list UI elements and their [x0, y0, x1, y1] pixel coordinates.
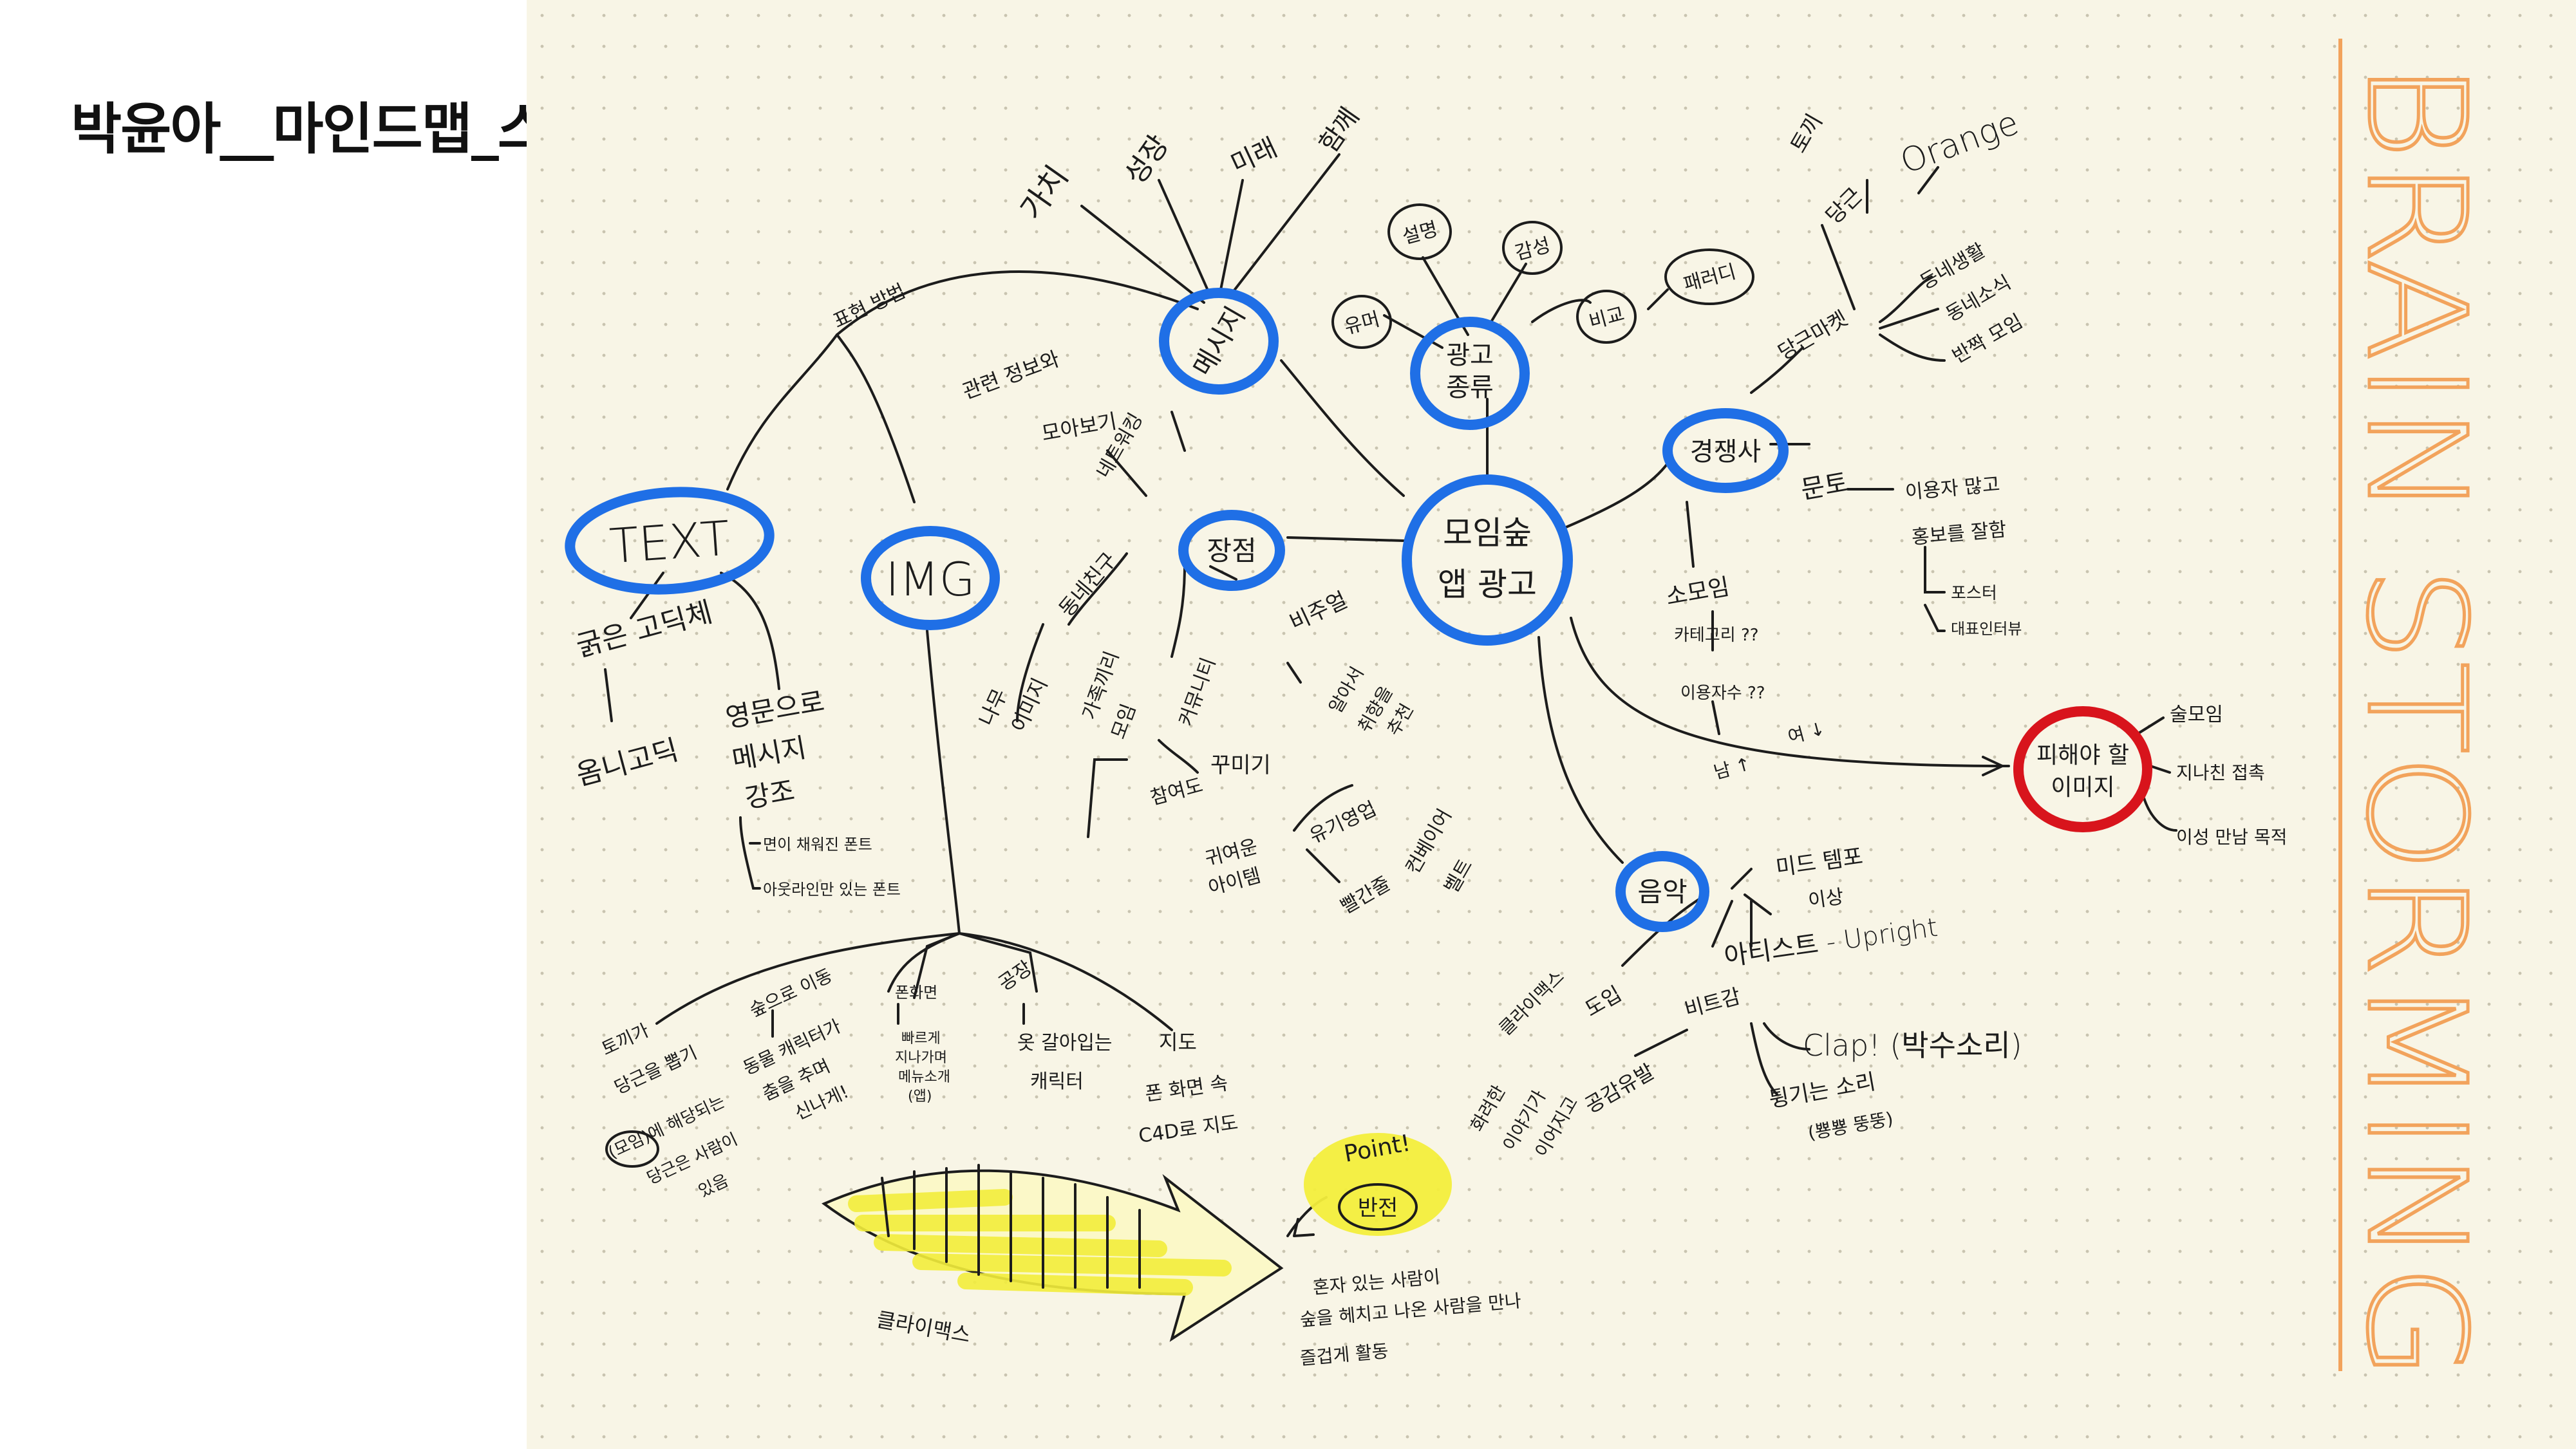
text-node: TEXT — [608, 511, 731, 575]
label-tree-image-2: 이미지 — [1006, 674, 1053, 736]
label-too-many: 술모임 — [2170, 704, 2223, 726]
competitor-node: 경쟁사 — [1690, 437, 1761, 467]
label-ad-explain: 설명 — [1400, 218, 1440, 248]
connector-lines — [604, 153, 2177, 1237]
label-msg-future: 미래 — [1227, 133, 1282, 180]
label-tree-image-1: 나무 — [974, 685, 1012, 729]
label-munto: 문토 — [1799, 468, 1850, 505]
sb5-line3: C4D로 지도 — [1137, 1112, 1239, 1148]
avoid-image-line2: 이미지 — [2051, 774, 2114, 801]
center-node-line2: 앱 광고 — [1438, 566, 1537, 603]
label-tokki: 토끼 — [1785, 109, 1828, 157]
sb4-line3: 캐릭터 — [1030, 1070, 1084, 1093]
label-decorate: 꾸미기 — [1210, 753, 1271, 778]
label-neighbor-friend: 동네친구 — [1054, 548, 1122, 622]
sb5-line2: 폰 화면 속 — [1143, 1072, 1229, 1106]
label-font-note-2: 아웃라인만 있는 폰트 — [763, 881, 901, 899]
label-climax-story-1: 화려한 — [1466, 1081, 1509, 1135]
ad-type-node-line1: 광고 — [1446, 341, 1494, 370]
label-excess-contact: 지나친 접촉 — [2176, 762, 2265, 783]
label-carrot: 당근 — [1821, 183, 1868, 230]
label-climax-top: 클라이맥스 — [1495, 966, 1568, 1040]
label-expression: 표현 방법 — [830, 280, 909, 333]
label-somoim: 소모임 — [1664, 574, 1731, 611]
message-node: 메시지 — [1187, 301, 1251, 382]
label-red-cross: 빨간줄 — [1337, 872, 1395, 919]
label-participate: 참여도 — [1148, 774, 1205, 809]
label-bounce-2: (뿅뿅 뚱뚱) — [1806, 1108, 1894, 1144]
center-node-line1: 모임숲 — [1443, 514, 1532, 552]
climax-arrow-label: 클라이맥스 — [875, 1307, 973, 1347]
node-circles — [565, 203, 2152, 1231]
label-family-gather-2: 모임 — [1107, 701, 1141, 742]
sb1b-line3: 있음 — [695, 1171, 731, 1201]
label-ad-emotion: 감성 — [1512, 234, 1552, 265]
sb4-line2: 옷 갈아입는 — [1017, 1032, 1113, 1054]
label-gather-view: 모아보기 — [1040, 409, 1119, 446]
label-poster: 포스터 — [1951, 584, 1997, 603]
sb3-line3: 지나가며 — [895, 1050, 947, 1066]
sb3-line2: 빠르게 — [901, 1031, 941, 1047]
strength-node: 장점 — [1207, 535, 1256, 566]
sb5-line1: 지도 — [1159, 1030, 1197, 1054]
label-orange: Orange — [1895, 104, 2024, 182]
music-node: 음악 — [1637, 876, 1687, 908]
label-user-num: 이용자수 ?? — [1680, 684, 1765, 703]
ending-line3: 즐겁게 활동 — [1299, 1340, 1389, 1369]
label-font-note-1: 면이 채워진 폰트 — [763, 836, 872, 854]
label-ungothic: 옴니고딕 — [573, 733, 682, 792]
img-node: IMG — [885, 552, 975, 606]
label-eng-emph-1: 영문으로 — [723, 686, 827, 734]
side-title-group: BRAIN STORMING — [2336, 39, 2497, 1383]
label-rep-interview: 대표인터뷰 — [1951, 620, 2022, 638]
label-user-many: 이용자 많고 — [1904, 473, 2001, 504]
label-female-down: 여 ↓ — [1785, 718, 1827, 748]
branch-labels: 표현 방법 가치 성장 미래 함께 설명 감성 유머 비교 패러디 관련 정보와… — [573, 102, 2288, 1161]
label-ad-compare: 비교 — [1586, 303, 1626, 333]
label-intro: 도입 — [1581, 982, 1626, 1022]
main-nodes: 모임숲 앱 광고 TEXT IMG 메시지 광고 종류 경쟁사 장점 음악 피해… — [608, 301, 2129, 908]
sb3-line1: 폰화면 — [895, 984, 937, 1002]
sb1-line1: 토끼가 — [598, 1020, 652, 1060]
label-category: 카테고리 ?? — [1674, 626, 1759, 645]
label-conv-belt-2: 벨트 — [1440, 855, 1478, 897]
avoid-image-line1: 피해야 할 — [2036, 742, 2129, 769]
label-male-up: 남 ↑ — [1711, 753, 1753, 783]
label-eng-emph-3: 강조 — [742, 774, 797, 814]
label-hobby-1: 알아서 — [1324, 663, 1368, 716]
label-bounce-1: 튕기는 소리 — [1767, 1069, 1878, 1112]
sb3-line5: (앱) — [908, 1089, 932, 1105]
label-community: 커뮤니티 — [1175, 655, 1221, 729]
climax-arrow-shape — [822, 1164, 1284, 1342]
ad-type-node-line2: 종류 — [1446, 373, 1494, 402]
label-ad-humor: 유머 — [1342, 308, 1382, 339]
label-carrot-market: 당근마켓 — [1774, 306, 1852, 365]
label-conv-belt-1: 컨베이어 — [1402, 805, 1457, 878]
label-visual: 비주얼 — [1286, 587, 1351, 636]
label-mid-tempo-1: 미드 템포 — [1774, 843, 1865, 881]
label-msg-value: 가치 — [1013, 159, 1076, 226]
label-info-share: 관련 정보와 — [959, 346, 1063, 404]
sb3-line4: 메뉴소개 — [898, 1069, 950, 1085]
reversal-label: 반전 — [1358, 1195, 1398, 1221]
label-empathy: 공감유발 — [1581, 1059, 1659, 1118]
sb4-line1: 공장 — [995, 957, 1037, 995]
label-mid-tempo-2: 이상 — [1807, 886, 1845, 913]
label-msg-growth: 성장 — [1118, 129, 1175, 191]
label-cute-item-2: 아이템 — [1206, 864, 1263, 899]
label-dating: 이성 만남 목적 — [2176, 827, 2287, 848]
label-msg-together: 함께 — [1314, 102, 1366, 158]
label-beat: 비트감 — [1682, 984, 1743, 1022]
label-ad-well: 홍보를 잘함 — [1911, 518, 2007, 549]
label-artist: 아티스트 - Upright — [1722, 913, 1939, 972]
label-eng-emph-2: 메시지 — [729, 731, 809, 775]
label-clap: Clap! (박수소리) — [1803, 1028, 2022, 1063]
label-round-gothic: 굵은 고딕체 — [573, 595, 716, 663]
side-title: BRAIN STORMING — [2337, 61, 2495, 1381]
label-ad-parody: 패러디 — [1681, 261, 1738, 296]
ending-line1: 혼자 있는 사람이 — [1312, 1266, 1441, 1298]
